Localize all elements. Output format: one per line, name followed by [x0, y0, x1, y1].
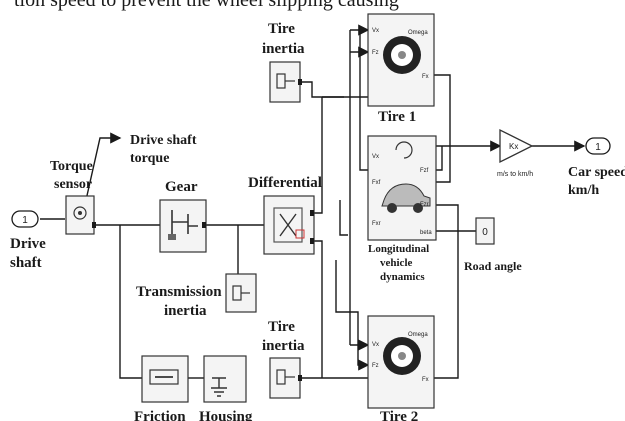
differential-block[interactable] [263, 195, 315, 255]
svg-text:Omega: Omega [408, 30, 428, 36]
gain-label: m/s to km/h [497, 171, 533, 178]
road-angle-label: Road angle [464, 259, 522, 273]
friction-label: Friction [134, 409, 186, 421]
svg-text:Vx: Vx [372, 28, 379, 34]
svg-text:Fxr: Fxr [372, 221, 381, 227]
svg-text:Fz: Fz [372, 50, 379, 56]
gain-symbol: Kx [509, 142, 518, 151]
torque-sensor-block[interactable] [65, 195, 96, 235]
svg-text:0: 0 [482, 227, 488, 238]
gear-block[interactable] [159, 199, 207, 253]
tire-inertia-bottom-label: Tire inertia [262, 319, 305, 354]
gain-block[interactable]: Kx [499, 128, 534, 164]
housing-block[interactable] [203, 355, 247, 403]
drive-shaft-label: Drive shaft [10, 236, 50, 271]
drive-shaft-port-number: 1 [22, 215, 28, 226]
torque-sensor-label: Torque sensor [50, 159, 96, 192]
car-speed-label: Car speed km/h [568, 165, 625, 198]
svg-text:Fzr: Fzr [420, 202, 429, 208]
svg-text:Omega: Omega [408, 332, 428, 338]
svg-text:Fx: Fx [422, 74, 429, 80]
tire-inertia-top-block[interactable] [269, 61, 302, 103]
differential-label: Differential [248, 175, 322, 191]
svg-text:Fx: Fx [422, 377, 429, 383]
tire-inertia-bottom-block[interactable] [269, 357, 302, 399]
vehicle-dynamics-label: Longitudinal vehicle dynamics [368, 243, 432, 283]
transmission-inertia-label: Transmission inertia [136, 284, 225, 319]
svg-text:Vx: Vx [372, 154, 379, 160]
tire-1-label: Tire 1 [378, 109, 416, 125]
car-speed-port-number: 1 [595, 142, 601, 153]
svg-text:Vx: Vx [372, 342, 379, 348]
drive-shaft-inport[interactable]: 1 [11, 210, 39, 228]
housing-label: Housing [199, 409, 253, 421]
header-text: tion speed to prevent the wheel slipping… [14, 0, 399, 11]
svg-text:Fz: Fz [372, 363, 379, 369]
tire-inertia-top-label: Tire inertia [262, 21, 305, 57]
road-angle-constant[interactable]: 0 [475, 217, 495, 245]
vehicle-dynamics-block[interactable]: Vx Fxf Fxr Fzf Fzr beta [367, 135, 437, 241]
gear-label: Gear [165, 179, 198, 195]
car-speed-outport[interactable]: 1 [585, 137, 611, 155]
friction-block[interactable] [141, 355, 189, 403]
drive-shaft-torque-label: Drive shaft torque [130, 133, 200, 166]
transmission-inertia-block[interactable] [225, 273, 257, 313]
svg-text:Fxf: Fxf [372, 180, 381, 186]
tire-2-block[interactable]: Vx Fz Omega Fx [367, 315, 435, 409]
tire-2-label: Tire 2 [380, 409, 418, 421]
tire-1-block[interactable]: Vx Fz Omega Fx [367, 13, 435, 107]
svg-text:Fzf: Fzf [420, 168, 429, 174]
svg-text:beta: beta [420, 230, 432, 236]
